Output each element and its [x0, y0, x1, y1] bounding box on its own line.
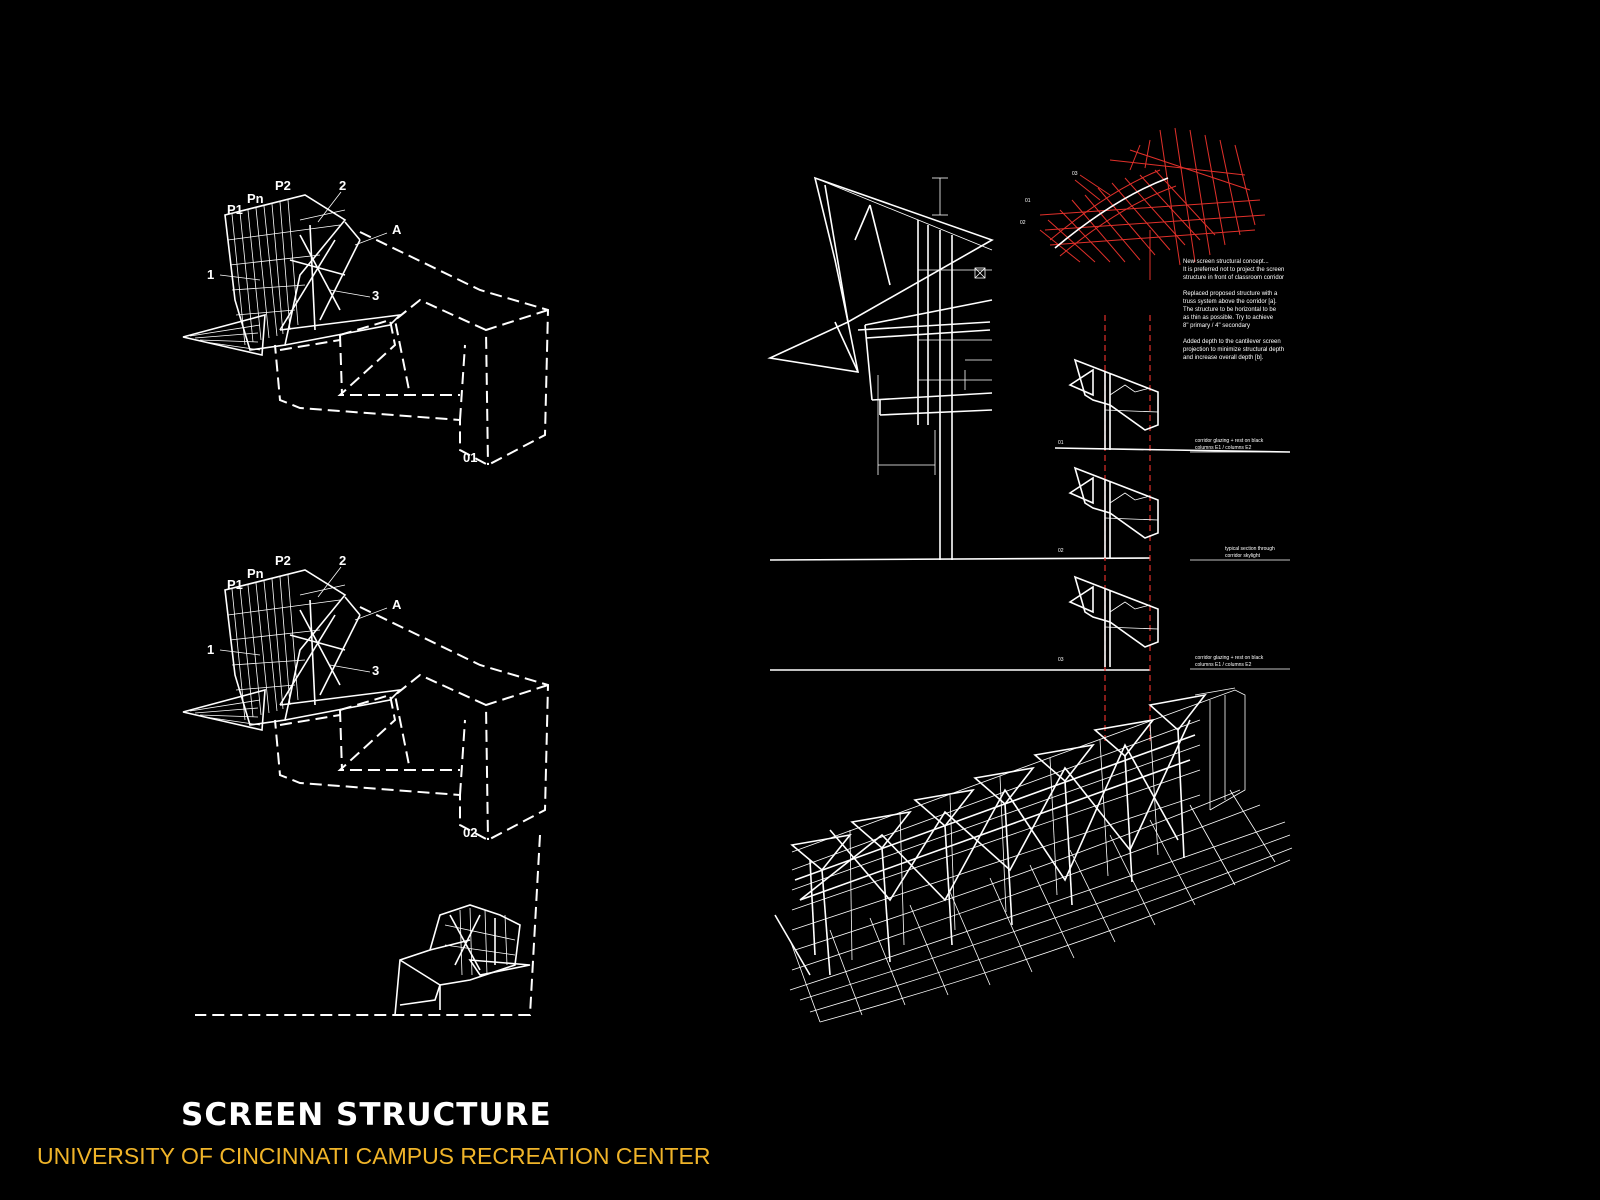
- axo-01-label-2: 2: [339, 178, 346, 193]
- axo-01-label-p2: P2: [275, 178, 291, 193]
- small-section-1: corridor glazing + rest on black columns…: [1054, 358, 1291, 453]
- red-plan-diagram: 01 02 03: [1020, 127, 1266, 280]
- small-axo-building: [394, 904, 531, 1016]
- small-section-3: corridor glazing + rest on black columns…: [1058, 575, 1290, 670]
- note3-line3: and increase overall depth [b].: [1183, 355, 1264, 361]
- axo-01-label-1: 1: [207, 267, 214, 282]
- axo-02-mass-outline: [274, 606, 550, 842]
- axo-01-leaders: [219, 191, 388, 298]
- axonometric-01: P1 Pn P2 2 A 1 3 01: [182, 178, 550, 467]
- sec2-line2: corridor skylight: [1225, 553, 1261, 559]
- page-subtitle: UNIVERSITY OF CINCINNATI CAMPUS RECREATI…: [37, 1143, 711, 1169]
- axo-02-label-2: 2: [339, 553, 346, 568]
- truss-ground-grid: [789, 789, 1293, 1023]
- building-section: [767, 176, 1151, 671]
- axo-02-label-p1: P1: [227, 577, 243, 592]
- axo-02-label-3: 3: [372, 663, 379, 678]
- axo-01-label-3: 3: [372, 288, 379, 303]
- axo-02-leaders: [219, 566, 388, 673]
- truss-perspective: [774, 687, 1293, 1023]
- note2-line5: 8" primary / 4" secondary: [1183, 323, 1250, 329]
- note1-line1: New screen structural concept...: [1183, 259, 1269, 265]
- axo-01-label-a: A: [392, 222, 402, 237]
- note1-line2: It is preferred not to project the scree…: [1183, 267, 1284, 273]
- axo-02-label-a: A: [392, 597, 402, 612]
- sec3-line1: corridor glazing + rest on black: [1195, 655, 1264, 661]
- sec1-line2: columns E1 / columns E2: [1195, 445, 1252, 451]
- plan-tag-2: 02: [1020, 220, 1026, 226]
- axo-01-screen-frame: [182, 194, 403, 356]
- note2-line1: Replaced proposed structure with a: [1183, 291, 1278, 297]
- design-notes: New screen structural concept... It is p…: [1183, 259, 1284, 361]
- note2-line2: truss system above the corridor [a].: [1183, 299, 1277, 305]
- sec1-level: 01: [1058, 440, 1064, 446]
- page-title: SCREEN STRUCTURE: [181, 1097, 552, 1133]
- sec2-line1: typical section through: [1225, 546, 1275, 552]
- truss-frames: [774, 693, 1207, 976]
- sec1-line1: corridor glazing + rest on black: [1195, 438, 1264, 444]
- sec2-level: 02: [1058, 548, 1064, 554]
- note3-line1: Added depth to the cantilever screen: [1183, 339, 1281, 345]
- axo-02-label-1: 1: [207, 642, 214, 657]
- note2-line3: The structure to be horizontal to be: [1183, 307, 1277, 313]
- note2-line4: as thin as possible. Try to achieve: [1183, 315, 1274, 321]
- axo-02-label-p2: P2: [275, 553, 291, 568]
- sec3-level: 03: [1058, 657, 1064, 663]
- note3-line2: projection to minimize structural depth: [1183, 347, 1284, 353]
- axo-01-mass-outline: [274, 231, 550, 467]
- axo-02-number: 02: [463, 825, 477, 840]
- note1-line3: structure in front of classroom corridor: [1183, 275, 1284, 281]
- axo-02-screen-frame: [182, 569, 403, 731]
- small-section-2: typical section through corridor skyligh…: [1058, 466, 1290, 561]
- axo-02-label-pn: Pn: [247, 566, 264, 581]
- axo-01-label-pn: Pn: [247, 191, 264, 206]
- axo-02-ground-extension: [195, 834, 541, 1016]
- plan-tag-3: 03: [1072, 171, 1078, 177]
- truss-back-wall: [791, 687, 1246, 961]
- axo-01-number: 01: [463, 450, 477, 465]
- plan-tag-1: 01: [1025, 198, 1031, 204]
- axonometric-02: P1 Pn P2 2 A 1 3 02: [182, 553, 550, 842]
- sec3-line2: columns E1 / columns E2: [1195, 662, 1252, 668]
- axo-01-label-p1: P1: [227, 202, 243, 217]
